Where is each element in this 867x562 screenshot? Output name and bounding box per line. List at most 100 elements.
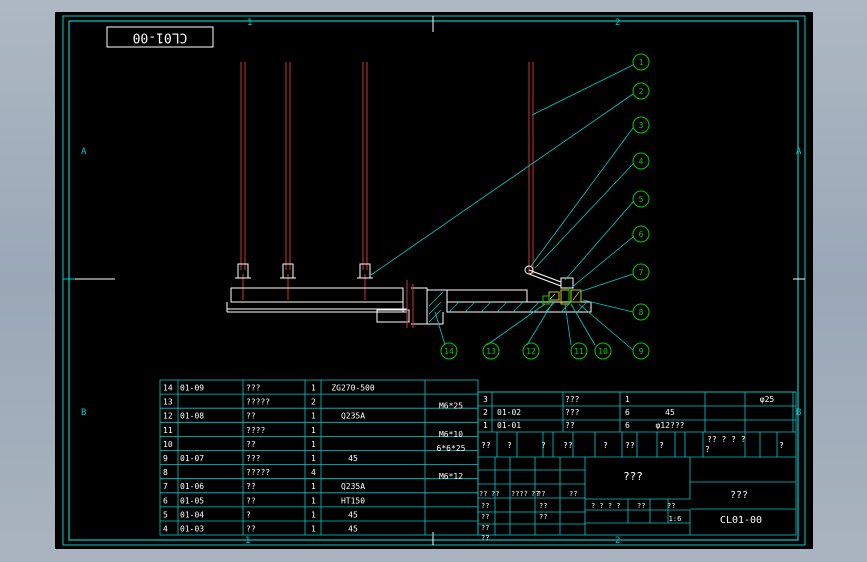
part-no: 6: [163, 496, 168, 505]
part-name: ??: [246, 482, 256, 491]
part-code: 01-08: [180, 412, 204, 421]
balloon-label: 13: [486, 347, 496, 356]
part-no: 4: [163, 525, 168, 534]
title-block-scale: 1:6: [669, 515, 682, 523]
title-row3-cell: ??: [481, 513, 489, 521]
header-cell: ?: [659, 441, 664, 450]
part-code: 01-07: [180, 454, 204, 463]
title-row4-cell: ??: [481, 524, 489, 532]
part-qty: 1: [311, 412, 316, 421]
header-cell: ?: [603, 441, 608, 450]
part-qty: 1: [311, 510, 316, 519]
title-row5-cell: ??: [481, 534, 489, 542]
part-note: φ25: [760, 395, 775, 404]
part-code: 01-02: [497, 408, 521, 417]
balloon-label: 7: [639, 268, 644, 277]
part-name: ?: [246, 510, 251, 519]
balloon-label: 10: [598, 347, 608, 356]
part-no: 14: [163, 384, 173, 393]
title-row1-cell: ??: [569, 490, 577, 498]
drawing-sheet: 1 2 1 2 A B A B CL01-00: [55, 12, 813, 549]
balloon-2: 2: [632, 82, 650, 100]
part-name: ??: [246, 525, 256, 534]
part-material: φ12???: [656, 421, 685, 430]
title-row1-cell: ??: [537, 490, 545, 498]
balloon-10: 10: [594, 342, 612, 360]
balloon-5: 5: [632, 190, 650, 208]
part-qty: 1: [311, 525, 316, 534]
balloon-label: 4: [639, 157, 644, 166]
title-row1-cell: ??: [479, 490, 487, 498]
part-qty: 1: [311, 384, 316, 393]
header-cell: ??: [481, 441, 491, 450]
title-block-drawing-number: CL01-00: [720, 515, 762, 526]
part-name: ????: [246, 426, 265, 435]
leader-lines: [370, 64, 634, 351]
balloon-7: 7: [632, 263, 650, 281]
part-note: 6*6*25: [437, 444, 466, 453]
title-row3-cell: ??: [539, 513, 547, 521]
part-no: 8: [163, 468, 168, 477]
part-no: 5: [163, 510, 168, 519]
part-name: ???: [246, 454, 261, 463]
title-row1-cell: ????: [511, 490, 528, 498]
part-code: 01-04: [180, 510, 204, 519]
balloon-label: 5: [639, 195, 644, 204]
balloon-label: 6: [639, 230, 644, 239]
part-material: 45: [665, 408, 675, 417]
stage-label: ??: [667, 502, 675, 510]
title-block-name2: ???: [730, 490, 748, 501]
balloon-label: 2: [639, 87, 644, 96]
header-cell: ??: [625, 441, 635, 450]
zone-left-a: A: [81, 147, 87, 157]
part-no: 7: [163, 482, 168, 491]
part-note: M6*10: [439, 430, 463, 439]
part-name: ???: [565, 395, 580, 404]
part-name: ???: [246, 384, 261, 393]
part-name: ?????: [246, 468, 270, 477]
part-code: 01-06: [180, 482, 204, 491]
title-row1-cell: ??: [491, 490, 499, 498]
zone-top-1: 1: [247, 18, 252, 28]
title-row1-cell: ??: [531, 490, 539, 498]
part-code: 01-05: [180, 496, 204, 505]
part-code: 01-03: [180, 525, 204, 534]
outer-frame: [62, 15, 806, 546]
zone-top-2: 2: [615, 18, 620, 28]
part-qty: 4: [311, 468, 316, 477]
balloon-1: 1: [632, 53, 650, 71]
balloon-9: 9: [632, 342, 650, 360]
header-cell: ??: [563, 441, 573, 450]
balloon-8: 8: [632, 303, 650, 321]
part-material: Q235A: [341, 412, 365, 421]
table-lines: [160, 380, 796, 535]
balloon-14: 14: [440, 342, 458, 360]
part-qty: 1: [311, 482, 316, 491]
part-note: M6*25: [439, 402, 463, 411]
balloon-13: 13: [482, 342, 500, 360]
zone-bottom-2: 2: [615, 536, 620, 546]
balloon-12: 12: [522, 342, 540, 360]
drawing-number: CL01-00: [133, 30, 188, 45]
part-material: 45: [348, 525, 358, 534]
title-block-name: ???: [623, 470, 643, 483]
part-qty: 6: [625, 408, 630, 417]
part-qty: 6: [625, 421, 630, 430]
header-cell: ?? ? ? ?: [707, 435, 746, 444]
balloon-label: 8: [639, 308, 644, 317]
part-qty: 1: [311, 440, 316, 449]
part-no: 3: [483, 395, 488, 404]
balloon-11: 11: [570, 342, 588, 360]
title-row2-cell: ??: [539, 502, 547, 510]
part-qty: 1: [311, 426, 316, 435]
part-name: ??: [565, 421, 575, 430]
balloon-label: 11: [574, 347, 584, 356]
part-no: 1: [483, 421, 488, 430]
balloon-label: 14: [444, 347, 454, 356]
zone-bottom-1: 1: [245, 536, 250, 546]
part-no: 9: [163, 454, 168, 463]
balloon-label: 12: [526, 347, 536, 356]
balloon-label: 9: [639, 347, 644, 356]
part-material: 45: [348, 454, 358, 463]
